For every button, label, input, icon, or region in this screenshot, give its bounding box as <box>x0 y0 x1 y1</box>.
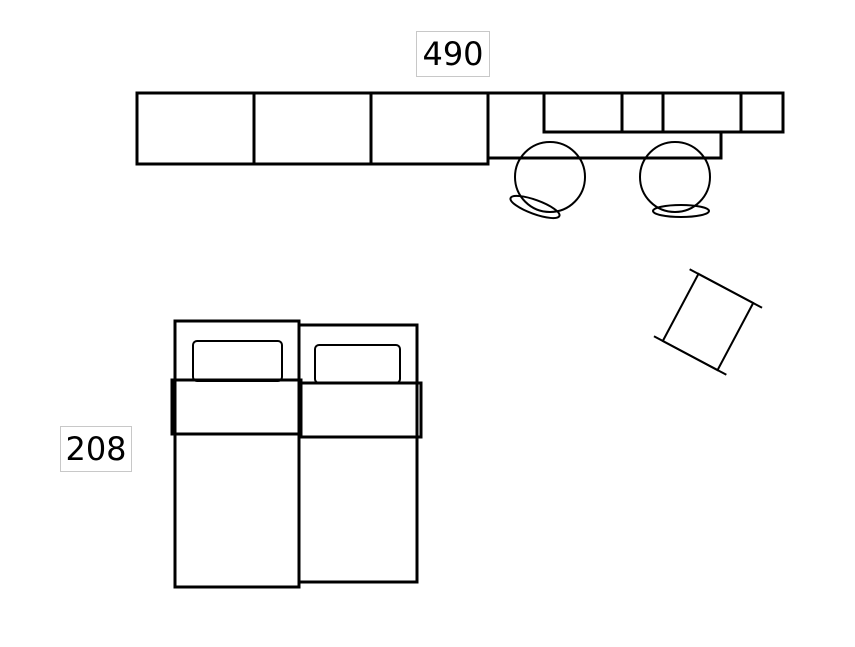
bed-pillow <box>192 340 283 382</box>
bed-frame <box>297 323 419 584</box>
side-table-edge <box>653 335 727 376</box>
cabinet-module-1 <box>135 91 256 166</box>
bed-blanket-fold <box>170 378 303 436</box>
width-dimension-label: 490 <box>416 31 490 77</box>
chair-base <box>509 194 561 220</box>
chair-right <box>639 141 711 218</box>
cabinet-module-3 <box>369 91 490 166</box>
side-table <box>653 268 763 376</box>
shelf-unit <box>542 91 785 134</box>
chair-seat <box>639 141 711 213</box>
side-table-edge <box>689 268 763 309</box>
desk <box>488 91 723 160</box>
chair-seat <box>514 141 586 213</box>
chair-left <box>509 141 586 220</box>
single-bed-right <box>297 323 423 584</box>
side-table-top <box>661 272 755 372</box>
cabinet-module-2 <box>252 91 373 166</box>
bed-pillow <box>314 344 401 384</box>
chair-base <box>652 204 710 218</box>
single-bed-left <box>170 319 303 589</box>
bed-blanket-fold <box>299 381 423 439</box>
wall-cabinets <box>135 91 490 166</box>
height-dimension-label: 208 <box>60 426 132 472</box>
